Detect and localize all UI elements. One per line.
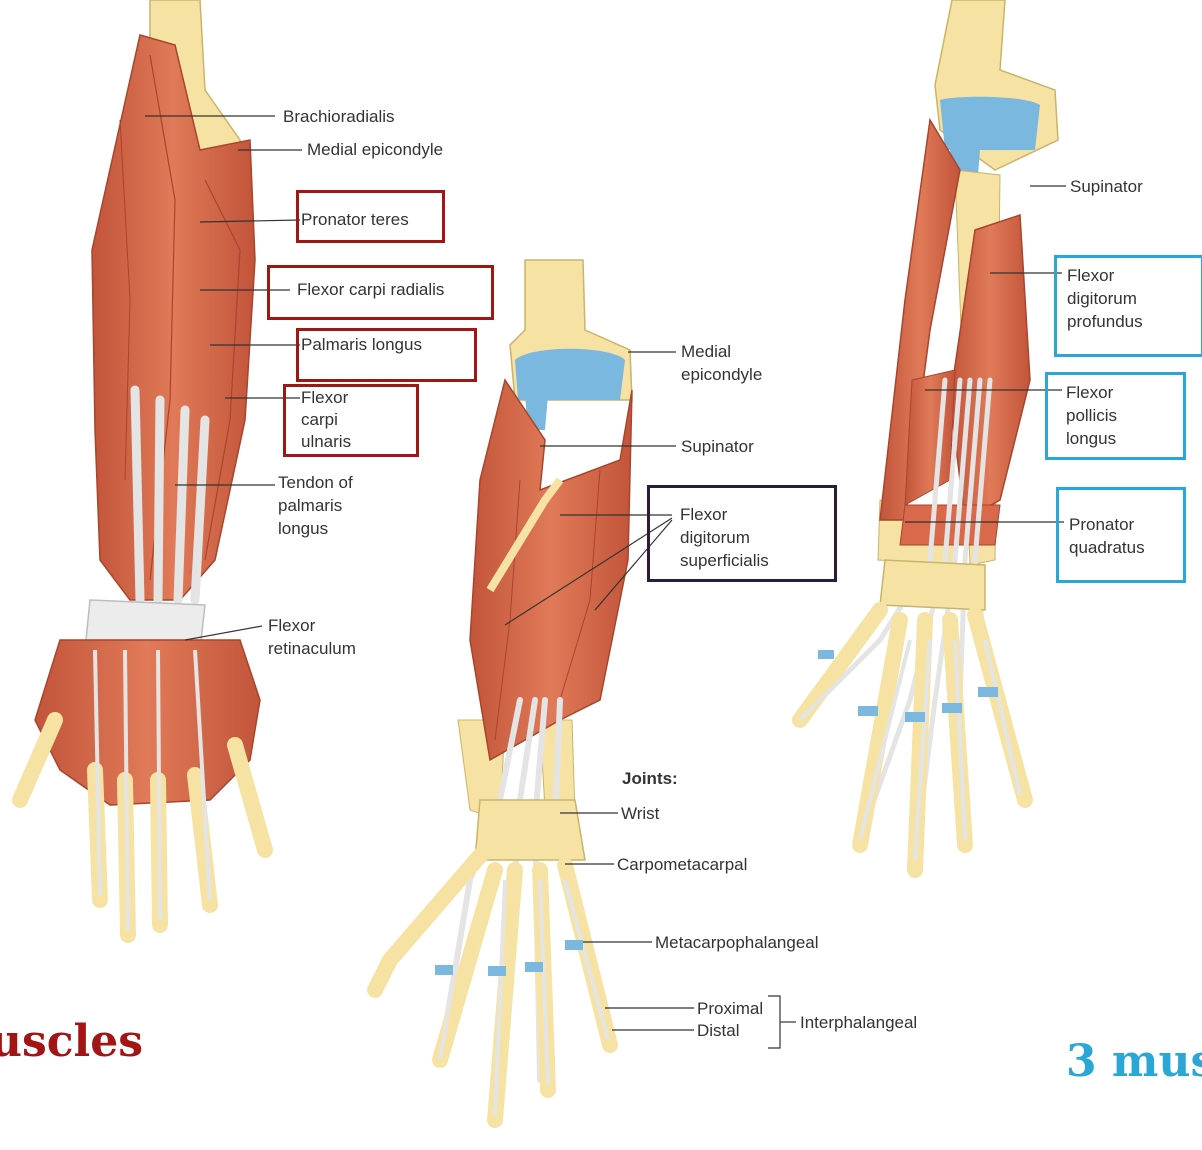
label-medial-epicondyle-left: Medial epicondyle — [307, 139, 443, 161]
label-tendon-palmaris-line3: longus — [278, 518, 328, 540]
label-carpometacarpal: Carpometacarpal — [617, 854, 747, 876]
label-medial-epicondyle-mid-line1: Medial — [681, 341, 731, 363]
label-fdp-line1: Flexor — [1067, 265, 1114, 287]
caption-left-muscles: uscles — [0, 1016, 143, 1067]
label-wrist: Wrist — [621, 803, 659, 825]
label-tendon-palmaris-line1: Tendon of — [278, 472, 353, 494]
label-supinator-mid: Supinator — [681, 436, 754, 458]
label-flexor-retinaculum-line2: retinaculum — [268, 638, 356, 660]
label-pq-line1: Pronator — [1069, 514, 1134, 536]
label-fpl-line2: pollicis — [1066, 405, 1117, 427]
label-tendon-palmaris-line2: palmaris — [278, 495, 342, 517]
label-fds-line2: digitorum — [680, 527, 750, 549]
label-flexor-carpi-radialis: Flexor carpi radialis — [297, 279, 444, 301]
label-metacarpophalangeal: Metacarpophalangeal — [655, 932, 819, 954]
label-joints-heading: Joints: — [622, 768, 678, 790]
label-interphalangeal: Interphalangeal — [800, 1012, 917, 1034]
label-distal: Distal — [697, 1020, 740, 1042]
label-pq-line2: quadratus — [1069, 537, 1145, 559]
label-fpl-line1: Flexor — [1066, 382, 1113, 404]
label-pronator-teres: Pronator teres — [301, 209, 409, 231]
label-fds-line3: superficialis — [680, 550, 769, 572]
label-palmaris-longus: Palmaris longus — [301, 334, 422, 356]
label-flexor-retinaculum-line1: Flexor — [268, 615, 315, 637]
left-forearm — [20, 0, 265, 935]
label-flexor-carpi-ulnaris-line1: Flexor — [301, 387, 348, 409]
label-fpl-line3: longus — [1066, 428, 1116, 450]
label-medial-epicondyle-mid-line2: epicondyle — [681, 364, 762, 386]
label-fds-line1: Flexor — [680, 504, 727, 526]
label-supinator-right: Supinator — [1070, 176, 1143, 198]
caption-right-muscles: 3 mus — [1066, 1036, 1202, 1087]
label-brachioradialis: Brachioradialis — [283, 106, 395, 128]
label-fdp-line3: profundus — [1067, 311, 1143, 333]
label-flexor-carpi-ulnaris-line2: carpi — [301, 409, 338, 431]
label-proximal: Proximal — [697, 998, 763, 1020]
label-flexor-carpi-ulnaris-line3: ulnaris — [301, 431, 351, 453]
label-fdp-line2: digitorum — [1067, 288, 1137, 310]
right-forearm — [800, 0, 1058, 870]
